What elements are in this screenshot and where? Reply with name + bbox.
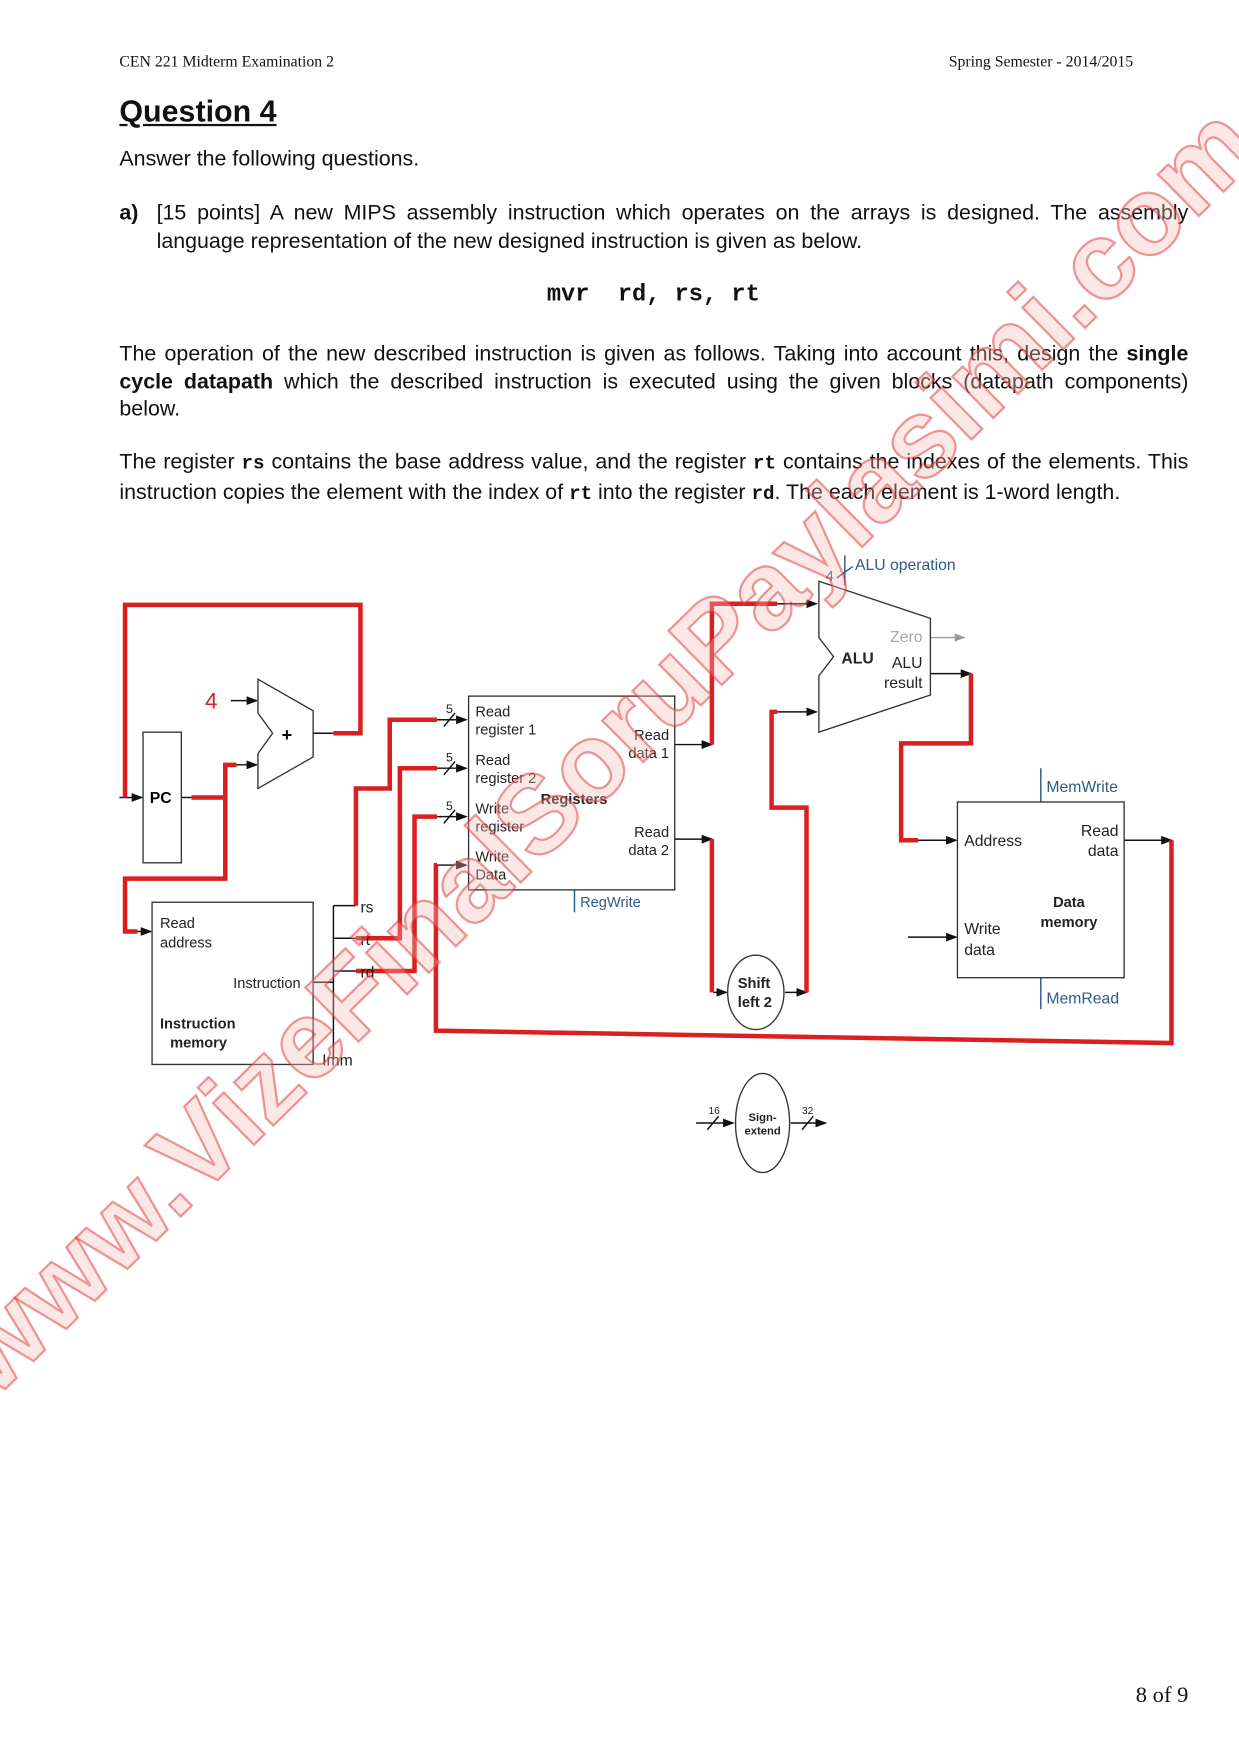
data-memory (956, 801, 1125, 979)
imem-name: Instruction (160, 1016, 236, 1032)
part-a-label: a) (119, 201, 139, 226)
red-wires (122, 601, 1174, 1046)
reg-rr2: Read (475, 753, 510, 769)
text: . The each element is 1-word length. (774, 480, 1121, 505)
text: contains the base address value, and the… (264, 450, 754, 475)
sign-extend-label: Sign- (749, 1112, 777, 1124)
reg-rd2: data 2 (628, 843, 669, 859)
imem-name: memory (170, 1036, 228, 1052)
bus-width: 5 (446, 750, 453, 764)
dmem-name: Data (1053, 895, 1086, 911)
control-lines (573, 555, 1042, 1010)
const-4: 4 (205, 689, 218, 714)
pc-label: PC (150, 790, 172, 807)
alu-name: ALU (841, 650, 873, 667)
text: The operation of the new described instr… (119, 342, 1127, 367)
operation-paragraph: The operation of the new described instr… (119, 341, 1188, 424)
imem-read-address: Read (160, 916, 195, 932)
code-rs: rs (241, 453, 265, 476)
dmem-read-data: data (1088, 843, 1119, 860)
bold-term: single cycle datapath (119, 342, 1189, 394)
text: The register (119, 450, 242, 475)
instruction-syntax: mvr rd, rs, rt (546, 282, 760, 309)
text: which the described instruction is execu… (119, 370, 1189, 422)
register-paragraph: The register rs contains the base addres… (119, 449, 1188, 509)
alu-result: result (884, 675, 923, 692)
shift-label: Shift (738, 976, 771, 992)
reg-rr1: register 1 (475, 722, 536, 738)
intro-text: Answer the following questions. (119, 147, 420, 172)
reg-rd1: data 1 (628, 746, 669, 762)
reg-wr: Write (475, 801, 509, 817)
plus-sign: + (282, 725, 293, 745)
imem-instruction: Instruction (233, 976, 300, 992)
code-rt: rt (753, 453, 777, 476)
dmem-read-data: Read (1081, 823, 1119, 840)
shift-label: left 2 (738, 995, 772, 1011)
text: into the register (592, 480, 752, 505)
reg-rd2: Read (634, 825, 669, 841)
black-wires (119, 599, 1173, 1131)
shift-left-2 (726, 954, 785, 1031)
header-semester: Spring Semester - 2014/2015 (948, 54, 1134, 71)
field-rs: rs (360, 899, 373, 916)
alu-zero: Zero (890, 629, 923, 646)
reg-rr2: register 2 (475, 771, 536, 787)
code-rd: rd (751, 483, 775, 506)
pc-adder (257, 678, 314, 790)
reg-rr1: Read (475, 704, 510, 720)
dmem-address: Address (964, 833, 1022, 850)
field-rd: rd (360, 965, 374, 982)
alu-operation-label: ALU operation (855, 557, 956, 574)
bus-width: 5 (446, 702, 453, 716)
imem-read-address: address (160, 935, 212, 951)
reg-wd: Write (475, 850, 509, 866)
sext-in-width: 16 (709, 1106, 721, 1117)
page-number: 8 of 9 (1135, 1682, 1189, 1708)
reg-rd1: Read (634, 728, 669, 744)
sign-extend-label: extend (744, 1125, 780, 1137)
text: contains the indexes of the elements. Th… (119, 450, 1189, 505)
sext-out-width: 32 (802, 1106, 814, 1117)
alu (818, 580, 932, 734)
question-title: Question 4 (119, 94, 277, 129)
reg-wr: register (475, 819, 524, 835)
field-imm: Imm (322, 1053, 353, 1070)
field-rt: rt (360, 932, 370, 949)
memwrite-label: MemWrite (1046, 779, 1118, 796)
regwrite-label: RegWrite (580, 895, 641, 911)
part-a-text: [15 points] A new MIPS assembly instruct… (156, 201, 1189, 253)
header-course: CEN 221 Midterm Examination 2 (119, 54, 335, 71)
registers-name: Registers (541, 792, 608, 808)
instruction-memory (151, 901, 314, 1066)
alu-op-bits: 4 (826, 569, 834, 585)
bus-width: 5 (446, 799, 453, 813)
code-rt: rt (569, 483, 593, 506)
reg-wd: Data (475, 868, 507, 884)
dmem-name: memory (1041, 915, 1099, 931)
memread-label: MemRead (1046, 991, 1119, 1008)
dmem-write-data: Write (964, 921, 1001, 938)
sign-extend (734, 1072, 791, 1174)
dmem-write-data: data (964, 942, 995, 959)
pc-register (142, 731, 183, 864)
register-file (467, 695, 676, 891)
alu-result: ALU (892, 655, 923, 672)
